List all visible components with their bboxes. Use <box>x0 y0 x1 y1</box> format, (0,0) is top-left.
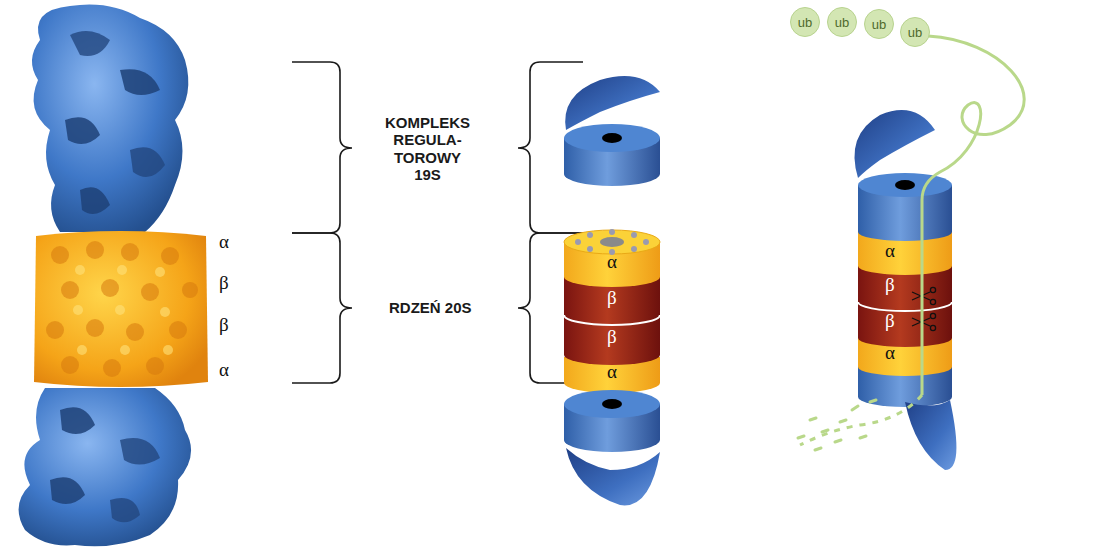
bracket-label: RDZEŃ 20S <box>389 299 472 316</box>
subunit-label: β <box>885 310 895 332</box>
ubiquitin-circle: ub <box>900 17 930 47</box>
bracket-label: KOMPLEKS REGULA- TOROWY 19S <box>385 114 470 183</box>
subunit-label: β <box>607 326 617 348</box>
subunit-label: α <box>607 251 617 273</box>
subunit-label: α <box>219 231 229 253</box>
ubiquitin-label: ub <box>872 18 886 31</box>
em-reconstruction <box>19 5 208 547</box>
ubiquitin-label: ub <box>798 16 812 29</box>
ubiquitin-circle: ub <box>827 7 857 37</box>
subunit-label: β <box>219 314 229 336</box>
subunit-label: α <box>885 342 895 364</box>
proteasome-schematic <box>564 76 660 505</box>
subunit-label: β <box>219 272 229 294</box>
subunit-label: α <box>885 240 895 262</box>
ubiquitin-label: ub <box>908 26 922 39</box>
ubiquitin-circle: ub <box>790 7 820 37</box>
subunit-label: α <box>219 359 229 381</box>
subunit-label: β <box>607 287 617 309</box>
subunit-label: α <box>607 361 617 383</box>
bracket <box>292 62 583 383</box>
ubiquitin-circle: ub <box>864 9 894 39</box>
ubiquitin-label: ub <box>835 16 849 29</box>
subunit-label: β <box>885 274 895 296</box>
proteasome-degradation <box>798 36 1024 470</box>
